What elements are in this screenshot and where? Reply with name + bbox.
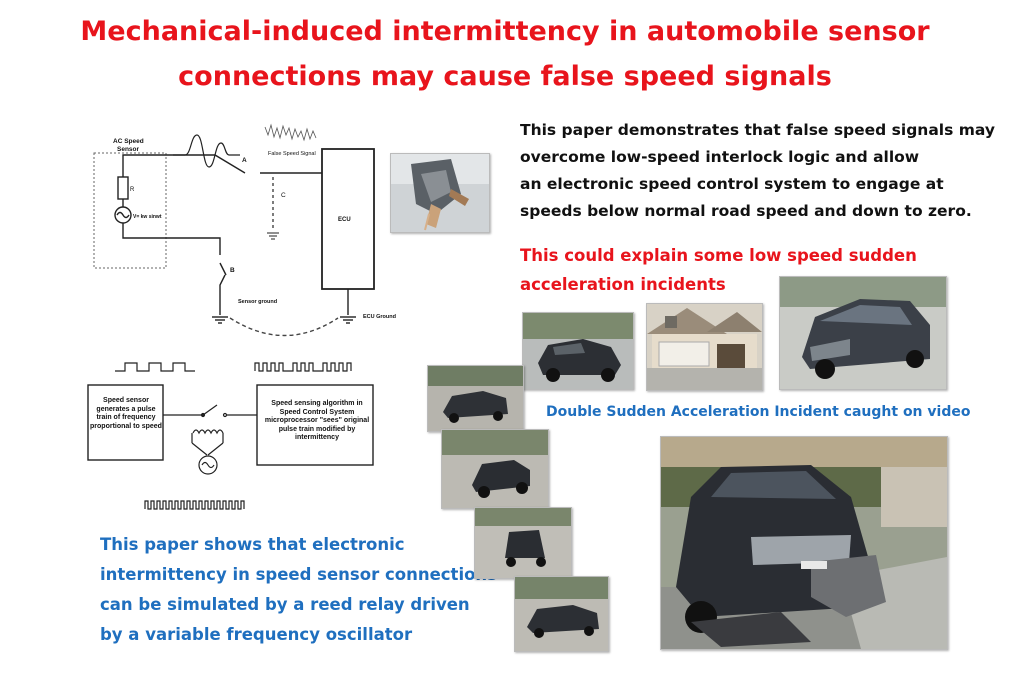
point-b-label: B: [230, 267, 235, 274]
crash-photo-1: [522, 312, 634, 390]
algorithm-box: [256, 384, 374, 466]
pulse-diagram: [87, 362, 374, 510]
blue-line-1: This paper shows that electronic: [100, 535, 405, 554]
blue-line-3: can be simulated by a reed relay driven: [100, 595, 470, 614]
blue-line-4: by a variable frequency oscillator: [100, 625, 413, 644]
sensor-box: [93, 152, 167, 269]
false-signal-wave: [264, 123, 317, 142]
blue-line-2: intermittency in speed sensor connection…: [100, 565, 497, 584]
red-line-2: acceleration incidents: [520, 275, 726, 294]
intro-paragraph: This paper demonstrates that false speed…: [520, 117, 995, 225]
intro-line-4: speeds below normal road speed and down …: [520, 202, 972, 220]
ecu-ground-label: ECU Ground: [363, 314, 396, 320]
circuit-diagram: AC Speed Sensor R V= kw sinwt A B C Fals…: [93, 123, 396, 337]
intro-line-3: an electronic speed control system to en…: [520, 175, 944, 193]
sensor-ground-label: Sensor ground: [238, 299, 277, 305]
house-photo: [646, 303, 763, 391]
video-frame-3: [474, 507, 572, 579]
intro-line-1: This paper demonstrates that false speed…: [520, 121, 995, 139]
sine-wave: [173, 134, 240, 168]
title-line-2: connections may cause false speed signal…: [178, 61, 832, 92]
title-line-1: Mechanical-induced intermittency in auto…: [80, 16, 930, 47]
false-signal-label: False Speed Signal: [268, 151, 316, 157]
connector-photo: [390, 153, 490, 233]
video-frame-1: [427, 365, 524, 432]
resistor-label: R: [130, 187, 135, 193]
sensor-label-1: AC Speed: [113, 138, 144, 145]
blue-paragraph: This paper shows that electronic intermi…: [100, 530, 497, 650]
ecu-label: ECU: [338, 217, 351, 223]
video-caption: Double Sudden Acceleration Incident caug…: [546, 404, 971, 420]
oscillator-pulse-train: [144, 500, 245, 510]
source-label: V= kw sinwt: [133, 214, 162, 220]
suv-photo: [779, 276, 947, 390]
crash-photo-large: [660, 436, 948, 650]
algorithm-box-text: Speed sensing algorithm in Speed Control…: [264, 400, 370, 441]
modified-pulse-train: [254, 362, 352, 372]
red-line-1: This could explain some low speed sudden: [520, 246, 917, 265]
sensor-label-2: Sensor: [117, 146, 140, 153]
video-frame-4: [514, 576, 609, 652]
resistor: [117, 176, 129, 200]
point-a-label: A: [242, 157, 247, 164]
video-frame-2: [441, 429, 549, 509]
sensor-generator-box: [87, 384, 164, 461]
sensor-box-text: Speed sensor generates a pulse train of …: [90, 397, 162, 430]
point-c-label: C: [281, 192, 286, 199]
red-paragraph: This could explain some low speed sudden…: [520, 241, 917, 299]
sensor-pulse-train: [115, 362, 195, 372]
intro-line-2: overcome low-speed interlock logic and a…: [520, 148, 920, 166]
